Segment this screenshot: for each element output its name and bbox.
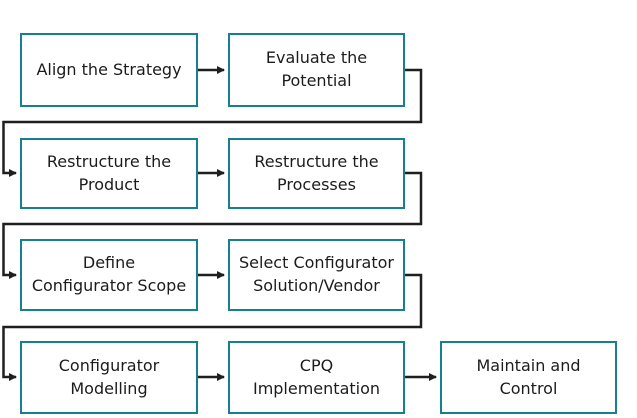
- flow-step-select-configurator-solution-vendor: Select Configurator Solution/Vendor: [228, 239, 405, 311]
- flow-step-label: Maintain and Control: [476, 355, 581, 398]
- flow-step-label: Restructure the Product: [46, 151, 172, 194]
- flow-step-restructure-the-processes: Restructure the Processes: [228, 138, 405, 209]
- flow-step-label: Select Configurator Solution/Vendor: [239, 253, 394, 295]
- flow-step-label: Evaluate the Potential: [265, 48, 368, 90]
- flow-step-label: Align the Strategy: [36, 59, 182, 79]
- connector-step2-to-step3: [2, 68, 423, 177]
- flow-step-label: Restructure the Processes: [254, 151, 379, 194]
- flow-step-define-configurator-scope: Define Configurator Scope: [20, 239, 198, 311]
- flow-step-evaluate-the-potential: Evaluate the Potential: [228, 33, 405, 107]
- flow-step-cpq-implementation: CPQ Implementation: [228, 341, 405, 414]
- flow-step-label: CPQ Implementation: [252, 355, 381, 398]
- flow-step-configurator-modelling: Configurator Modelling: [20, 341, 198, 414]
- flow-step-restructure-the-product: Restructure the Product: [20, 138, 198, 209]
- flow-step-maintain-and-control: Maintain and Control: [440, 341, 617, 414]
- connector-step6-to-step7: [2, 273, 423, 381]
- flow-step-label: Configurator Modelling: [58, 355, 160, 398]
- flow-step-label: Define Configurator Scope: [31, 253, 187, 295]
- connector-step4-to-step5: [2, 171, 423, 279]
- flow-step-align-the-strategy: Align the Strategy: [20, 33, 198, 107]
